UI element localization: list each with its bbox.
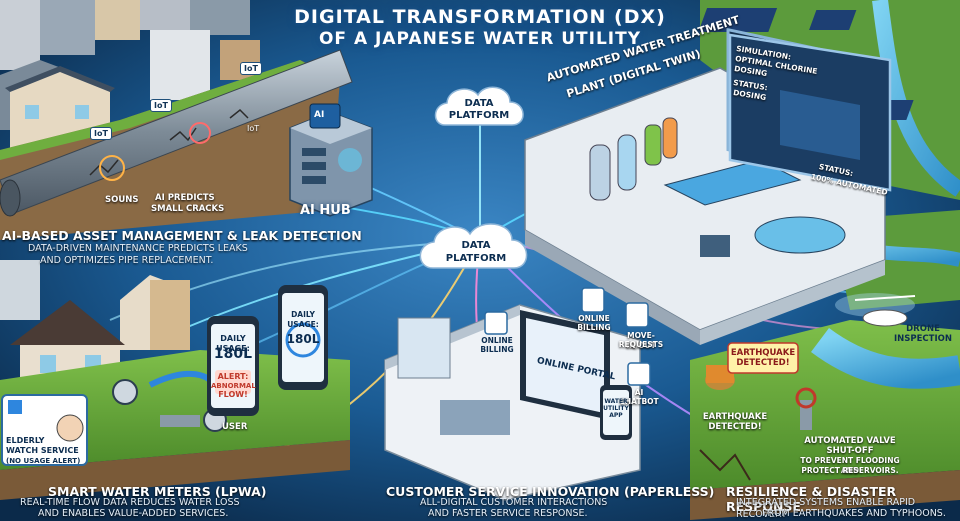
phone2-usage-label: DAILY USAGE:	[287, 310, 319, 329]
cloud-top	[434, 86, 524, 126]
customer-desc-2: AND FASTER SERVICE RESPONSE.	[428, 508, 588, 519]
tablet-line-2: UTILITY	[603, 405, 629, 412]
earthquake-box	[727, 342, 799, 374]
chatbot-line-2: CHATBOT	[619, 397, 659, 406]
billing-2-line-1: ONLINE	[578, 314, 610, 323]
move-line-1: MOVE-IN/OUT	[626, 331, 656, 350]
billing-1-line-1: ONLINE	[481, 336, 513, 345]
phone2-usage-value: 180L	[286, 332, 320, 346]
eq-box-line-2: DETECTED!	[736, 358, 790, 368]
billing-2-line-2: BILLING	[577, 323, 611, 332]
elderly-panel	[1, 394, 88, 466]
title-line-1: DIGITAL TRANSFORMATION (DX)	[294, 6, 666, 28]
iot-tag-1: IoT	[90, 127, 112, 140]
tablet-line-1: WATER	[604, 398, 628, 405]
user-label: USER	[222, 422, 248, 432]
meter-desc-2: AND ENABLES VALUE-ADDED SERVICES.	[38, 508, 229, 519]
valve-line-2: SHUT-OFF	[826, 446, 874, 456]
valve-line-3: TO PREVENT FLOODING AND	[800, 456, 900, 475]
city-buildings	[0, 0, 260, 150]
valve-line-1: AUTOMATED VALVE	[804, 436, 896, 446]
elderly-line-1: ELDERLY	[6, 436, 45, 445]
ai-hub-label: AI HUB	[300, 203, 351, 218]
asset-desc-1: DATA-DRIVEN MAINTENANCE PREDICTS LEAKS	[28, 243, 248, 254]
drone-line-2: INSPECTION	[894, 334, 952, 344]
phone1-alert-3: FLOW!	[218, 390, 248, 399]
asset-desc-2: AND OPTIMIZES PIPE REPLACEMENT.	[40, 255, 214, 266]
eq-ground-line-2: DETECTED!	[708, 422, 762, 432]
chatbot-line-1: AI	[634, 388, 644, 397]
resilience-desc-2: FROM EARTHQUAKES AND TYPHOONS.	[762, 508, 946, 519]
ai-hub-device	[289, 103, 373, 217]
iot-tag-3: IoT	[240, 62, 262, 75]
phone-two	[278, 285, 328, 390]
elderly-line-2: WATCH SERVICE	[6, 446, 79, 455]
water-pipe	[0, 49, 353, 217]
customer-desc-1: ALL-DIGITAL CUSTOMER INTERACTIONS	[420, 497, 608, 508]
iot-tag-4: IoT	[247, 124, 260, 133]
cloud-center-line-2: PLATFORM	[445, 253, 507, 264]
cloud-top-line-2: PLATFORM	[448, 110, 510, 121]
cloud-top-line-1: DATA	[464, 98, 494, 109]
phone-one	[207, 316, 259, 416]
phone1-usage-value: 180L	[213, 346, 253, 362]
tablet-line-3: APP	[609, 412, 623, 419]
phone1-alert-2: ABNORMAL	[211, 382, 256, 390]
drone-line-1: DRONE	[906, 324, 940, 334]
predict-line-2: SMALL CRACKS	[151, 204, 225, 214]
asset-title: AI-BASED ASSET MANAGEMENT & LEAK DETECTI…	[2, 228, 362, 243]
phone1-usage-label: DAILY USAGE:	[216, 334, 250, 353]
phone1-alert-1: ALERT:	[217, 372, 249, 381]
cloud-center	[419, 223, 528, 269]
resilience-title: RESILIENCE & DISASTER RESPONSE	[726, 484, 897, 514]
digital-twin-screen	[728, 33, 892, 192]
iot-tag-2: IoT	[150, 99, 172, 112]
predict-line-1: AI PREDICTS	[155, 193, 215, 203]
eq-box-line-1: EARTHQUAKE	[730, 348, 796, 358]
drone	[854, 295, 916, 327]
cloud-center-line-1: DATA	[461, 240, 491, 251]
customer-title: CUSTOMER SERVICE INNOVATION (PAPERLESS)	[386, 484, 715, 499]
eq-ground-line-1: EARTHQUAKE	[702, 412, 768, 422]
resilience-desc-1: INTEGRATED SYSTEMS ENABLE RAPID RECOVERY	[736, 497, 916, 520]
meter-title: SMART WATER METERS (LPWA)	[48, 484, 267, 499]
meter-desc-1: REAL-TIME FLOW DATA REDUCES WATER LOSS	[20, 497, 240, 508]
valve-line-4: PROTECT RESERVOIRS.	[801, 466, 899, 475]
customer-service-icons	[484, 287, 651, 386]
elderly-line-3: (NO USAGE ALERT)	[6, 457, 81, 465]
move-line-2: REQUESTS	[618, 340, 664, 349]
ai-chip-label: AI	[314, 110, 325, 120]
title-line-2: OF A JAPANESE WATER UTILITY	[318, 29, 642, 49]
sounds-label: SOUNS	[105, 195, 139, 205]
billing-1-line-2: BILLING	[480, 345, 514, 354]
